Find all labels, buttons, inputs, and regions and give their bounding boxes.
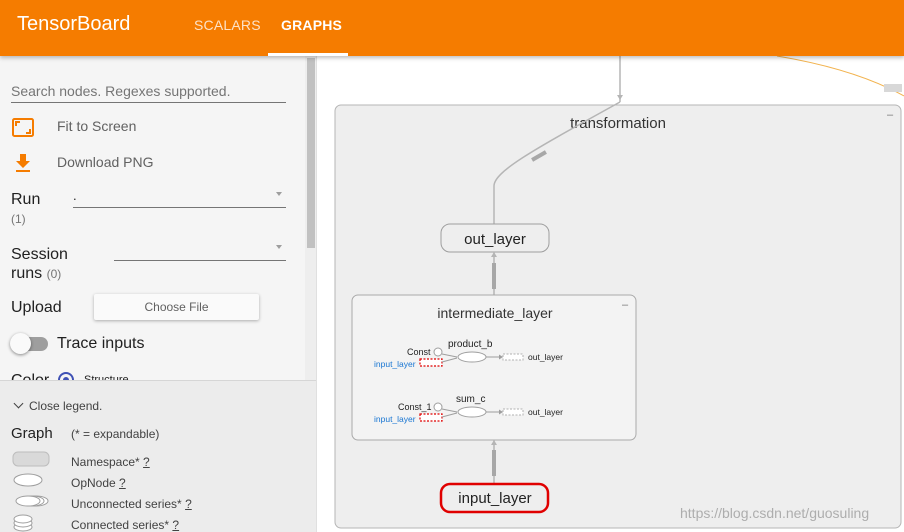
out-layer-box[interactable]	[440, 223, 550, 253]
run-select-value: .	[73, 188, 77, 203]
tab-graphs[interactable]: GRAPHS	[281, 17, 343, 33]
input-layer-proxy-node[interactable]	[419, 413, 443, 422]
namespace-help-link[interactable]: ?	[143, 455, 150, 469]
out-layer-ref-label: out_layer	[528, 407, 563, 417]
collapse-icon[interactable]: –	[622, 299, 629, 311]
trace-inputs-label: Trace inputs	[57, 335, 145, 352]
choose-file-button[interactable]: Choose File	[94, 294, 259, 320]
edge-arrow	[617, 95, 623, 100]
legend-connected-label: Connected series*	[71, 518, 170, 532]
node-input-layer[interactable]: input_layer	[439, 482, 550, 514]
const-node[interactable]	[433, 347, 443, 357]
const-label: Const	[407, 347, 431, 357]
unconnected-series-icon	[15, 495, 49, 507]
collapse-icon[interactable]: –	[887, 109, 894, 121]
out-layer-proxy-node[interactable]	[502, 408, 524, 416]
edge-arrow	[491, 252, 497, 257]
download-png-label: Download PNG	[57, 154, 154, 170]
tab-scalars[interactable]: SCALARS	[194, 17, 261, 33]
node-out-layer[interactable]: out_layer	[440, 223, 550, 253]
session-runs-label: Session runs (0)	[11, 245, 91, 284]
connected-help-link[interactable]: ?	[172, 518, 180, 532]
graph-svg[interactable]: transformation – out_layer intermediate_…	[317, 56, 904, 532]
legend-panel: Close legend. Graph (* = expandable) Nam…	[0, 380, 316, 532]
download-icon	[16, 154, 30, 172]
legend-unconnected-label: Unconnected series*	[71, 497, 182, 511]
legend-item-unconnected-series: Unconnected series* ?	[71, 497, 192, 511]
edge-into-sum	[441, 408, 458, 418]
namespace-intermediate-layer[interactable]: intermediate_layer – Const input_layer p…	[351, 294, 637, 441]
edge-tensor-label	[492, 263, 496, 289]
dropdown-caret-icon	[276, 245, 282, 249]
product-b-node[interactable]	[457, 351, 487, 363]
session-runs-select[interactable]	[114, 241, 286, 261]
legend-graph-title: Graph	[11, 425, 53, 442]
active-tab-indicator	[268, 53, 348, 56]
edge-tensor-label	[531, 150, 547, 162]
edge-label-tag	[884, 84, 902, 92]
unconnected-help-link[interactable]: ?	[185, 497, 192, 511]
toggle-knob[interactable]	[10, 333, 31, 354]
edge-into-product	[441, 353, 458, 363]
run-label: Run	[11, 191, 41, 208]
legend-item-namespace: Namespace* ?	[71, 455, 150, 469]
intermediate-layer-title: intermediate_layer	[437, 305, 553, 321]
input-layer-link[interactable]: input_layer	[374, 359, 416, 369]
edge-arrow	[491, 440, 497, 445]
fit-screen-icon	[12, 118, 34, 137]
legend-item-opnode: OpNode ?	[71, 476, 126, 490]
namespace-icon	[12, 451, 50, 467]
close-legend-button[interactable]: Close legend.	[12, 398, 103, 413]
opnode-help-link[interactable]: ?	[119, 476, 126, 490]
connected-series-icon	[13, 514, 33, 532]
out-layer-label: out_layer	[464, 231, 526, 248]
legend-opnode-label: OpNode	[71, 476, 116, 490]
out-layer-ref-label: out_layer	[528, 352, 563, 362]
session-runs-text: Session runs	[11, 246, 68, 282]
const-1-label: Const_1	[398, 402, 432, 412]
sum-c-label: sum_c	[456, 394, 485, 405]
graph-canvas[interactable]: transformation – out_layer intermediate_…	[317, 56, 904, 532]
input-layer-proxy-node[interactable]	[419, 358, 443, 367]
legend-expandable-note: (* = expandable)	[71, 427, 160, 441]
session-runs-count: (0)	[46, 267, 62, 281]
app-title: TensorBoard	[17, 13, 131, 35]
sidebar-scrollbar[interactable]	[305, 56, 316, 380]
const-1-node[interactable]	[433, 402, 443, 412]
fit-to-screen-label: Fit to Screen	[57, 118, 137, 134]
scrollbar-thumb[interactable]	[307, 58, 315, 248]
sum-c-node[interactable]	[457, 406, 487, 418]
transformation-title: transformation	[570, 115, 666, 132]
opnode-icon	[13, 473, 43, 487]
run-count: (1)	[11, 212, 26, 226]
legend-item-connected-series: Connected series* ?	[71, 518, 179, 532]
close-legend-label: Close legend.	[29, 399, 103, 413]
sidebar: Search nodes. Regexes supported. Fit to …	[0, 56, 317, 532]
out-layer-proxy-node[interactable]	[502, 353, 524, 361]
run-select[interactable]: .	[73, 188, 286, 208]
product-b-label: product_b	[448, 339, 493, 350]
chevron-down-icon	[13, 398, 24, 409]
edge-arrow	[499, 354, 503, 360]
legend-namespace-label: Namespace*	[71, 455, 140, 469]
upload-label: Upload	[11, 299, 62, 316]
input-layer-box[interactable]	[439, 482, 550, 514]
top-app-bar: TensorBoard SCALARS GRAPHS	[0, 0, 904, 56]
input-layer-link[interactable]: input_layer	[374, 414, 416, 424]
edge-arrow	[499, 409, 503, 415]
search-nodes-input[interactable]: Search nodes. Regexes supported.	[11, 83, 286, 103]
input-layer-label: input_layer	[458, 490, 531, 507]
watermark: https://blog.csdn.net/guosuling	[680, 505, 870, 521]
edge-out-to-top	[493, 101, 621, 224]
dropdown-caret-icon	[276, 192, 282, 196]
edge-tensor-label	[492, 450, 496, 476]
